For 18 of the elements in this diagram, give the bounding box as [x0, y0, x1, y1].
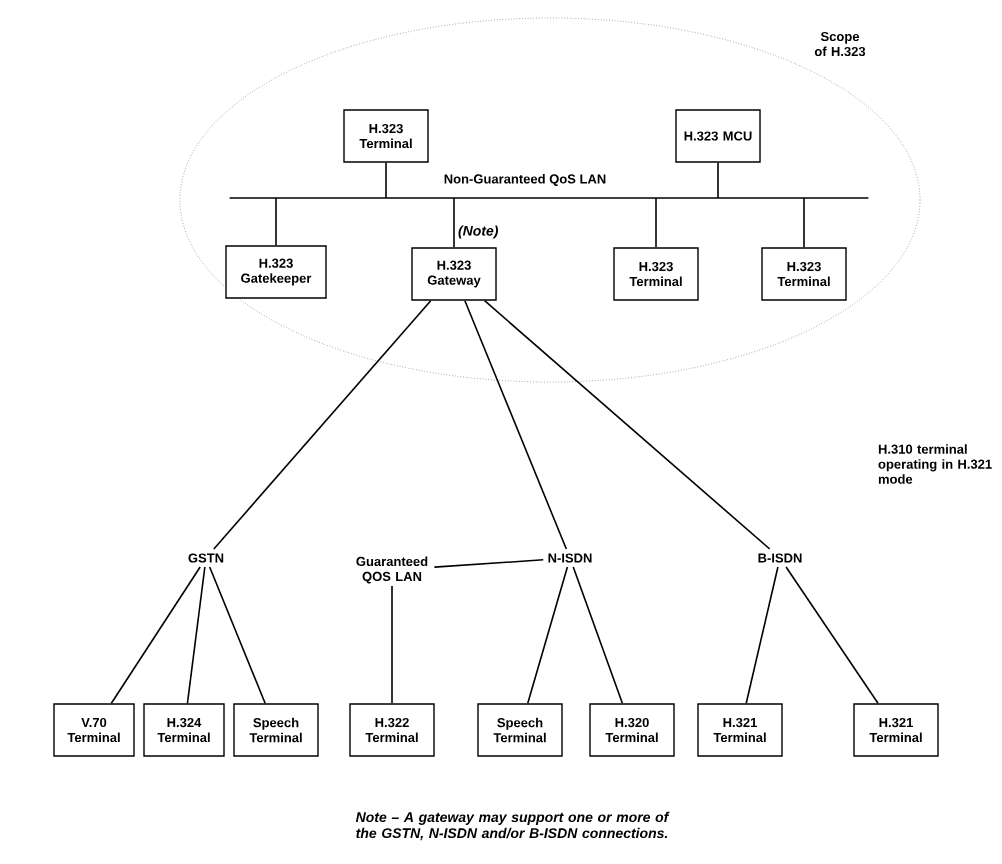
- connector-line: [275, 197, 277, 247]
- connector-line: [385, 161, 387, 199]
- connector-line: [464, 299, 568, 550]
- connector-line: [717, 161, 719, 199]
- connector-line: [803, 197, 805, 249]
- connector-line: [572, 566, 624, 705]
- connector-line: [433, 559, 544, 568]
- connector-line: [785, 566, 879, 705]
- connector-line: [208, 566, 266, 705]
- connector-line: [110, 566, 201, 705]
- connector-line: [213, 299, 432, 550]
- connector-line: [186, 566, 206, 705]
- connector-line: [526, 566, 569, 705]
- connector-line: [655, 197, 657, 249]
- connector-line: [453, 197, 455, 249]
- connector-line: [483, 299, 771, 550]
- connector-line: [745, 566, 779, 705]
- connector-line: [391, 585, 393, 705]
